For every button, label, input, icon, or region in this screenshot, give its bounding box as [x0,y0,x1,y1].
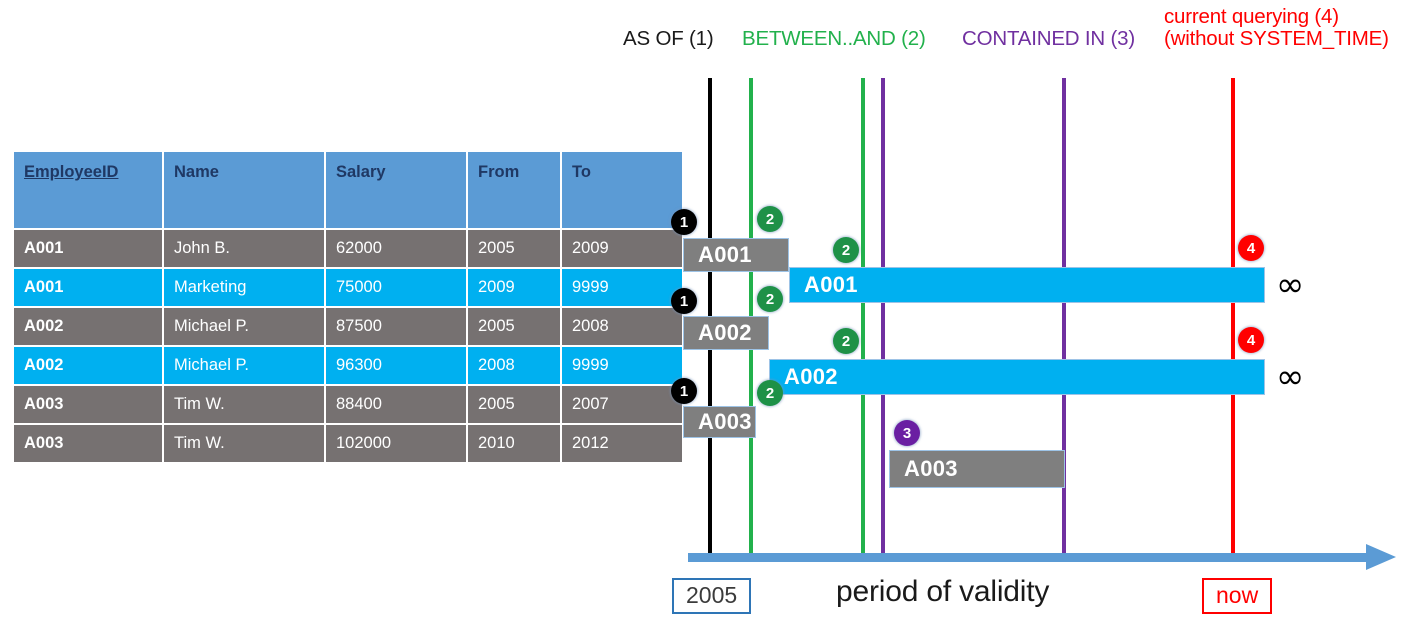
cell-salary: 75000 [326,268,466,306]
cell-salary: 87500 [326,307,466,345]
cell-name: Tim W. [164,424,324,462]
bar-a003-historic: A003 [683,406,756,438]
marker-1-a001: 1 [671,209,697,235]
column-header-to[interactable]: To [562,152,682,228]
cell-to: 2012 [562,424,682,462]
cell-from: 2005 [468,385,560,423]
cell-name: John B. [164,230,324,267]
cell-name: Michael P. [164,346,324,384]
marker-3-a003: 3 [894,420,920,446]
cell-employeeid: A003 [14,385,162,423]
column-header-from[interactable]: From [468,152,560,228]
between-end-line [861,78,865,560]
cell-employeeid: A002 [14,346,162,384]
marker-2-a003: 2 [757,380,783,406]
cell-salary: 96300 [326,346,466,384]
legend-as-of: AS OF (1) [623,27,714,50]
column-header-salary-label: Salary [336,163,386,181]
cell-salary: 62000 [326,230,466,267]
marker-1-a002: 1 [671,288,697,314]
legend-current-querying-line1: current querying (4) [1164,5,1339,28]
bar-label: A003 [698,409,752,434]
marker-2-a002: 2 [757,286,783,312]
bar-label: A001 [698,242,752,267]
column-header-from-label: From [478,163,520,181]
cell-name: Michael P. [164,307,324,345]
time-axis-line [688,553,1368,562]
legend-current-querying-line2: (without SYSTEM_TIME) [1164,27,1389,51]
column-header-name-label: Name [174,163,219,181]
bar-label: A003 [904,456,958,481]
column-header-employeeid[interactable]: EmployeeID [14,152,162,228]
bar-a001-current: A001 [789,267,1265,303]
cell-to: 9999 [562,346,682,384]
cell-to: 2009 [562,230,682,267]
column-header-salary[interactable]: Salary [326,152,466,228]
bar-a003-second: A003 [889,450,1065,488]
cell-from: 2008 [468,346,560,384]
cell-to: 2007 [562,385,682,423]
cell-from: 2005 [468,307,560,345]
now-line [1231,78,1235,560]
column-header-to-label: To [572,163,591,181]
cell-employeeid: A001 [14,268,162,306]
contained-end-line [1062,78,1066,560]
marker-4-a002: 4 [1238,327,1264,353]
infinity-a002: ∞ [1276,357,1305,397]
infinity-a001: ∞ [1276,265,1305,305]
table-header-row: EmployeeID Name Salary From To [14,152,682,228]
marker-4-a001: 4 [1238,235,1264,261]
legend-between-and: BETWEEN..AND (2) [742,27,926,50]
cell-employeeid: A003 [14,424,162,462]
cell-from: 2005 [468,230,560,267]
cell-name: Tim W. [164,385,324,423]
bar-label: A002 [698,320,752,345]
axis-start-label: 2005 [672,578,752,615]
cell-from: 2009 [468,268,560,306]
bar-label: A002 [784,364,838,389]
cell-name: Marketing [164,268,324,306]
axis-caption: period of validity [836,575,1050,608]
cell-employeeid: A001 [14,230,162,267]
bar-a001-historic: A001 [683,238,789,272]
axis-end-label: now [1202,578,1273,615]
marker-1-a003: 1 [671,378,697,404]
time-axis-arrow-icon [1366,544,1396,570]
cell-salary: 88400 [326,385,466,423]
table-header: EmployeeID Name Salary From To [14,152,682,228]
legend-contained-in: CONTAINED IN (3) [962,27,1135,50]
cell-employeeid: A002 [14,307,162,345]
bar-a002-historic: A002 [683,316,769,350]
cell-salary: 102000 [326,424,466,462]
column-header-employeeid-label: EmployeeID [24,163,119,181]
marker-2-a001-current: 2 [833,237,859,263]
bar-a002-current: A002 [769,359,1265,395]
cell-from: 2010 [468,424,560,462]
bar-label: A001 [804,272,858,297]
cell-to: 2008 [562,307,682,345]
contained-start-line [881,78,885,560]
marker-2-a001: 2 [757,206,783,232]
marker-2-a002-current: 2 [833,328,859,354]
legend-current-querying: current querying (4) (without SYSTEM_TIM… [1164,5,1389,51]
column-header-name[interactable]: Name [164,152,324,228]
cell-to: 9999 [562,268,682,306]
